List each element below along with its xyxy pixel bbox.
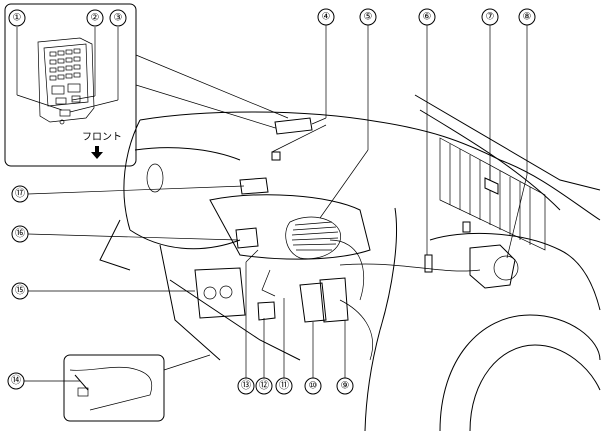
svg-text:⑯: ⑯ [15, 228, 25, 240]
callout-8: ⑧ [518, 8, 536, 26]
svg-text:⑭: ⑭ [11, 375, 21, 387]
vehicle-outline [99, 94, 601, 431]
svg-text:②: ② [91, 13, 100, 24]
callout-7: ⑦ [481, 8, 499, 26]
svg-text:③: ③ [114, 13, 123, 24]
leader-lines [24, 25, 528, 382]
callout-3: ③ [109, 9, 127, 27]
callout-2: ② [86, 9, 104, 27]
callout-16: ⑯ [11, 225, 29, 243]
svg-text:⑧: ⑧ [523, 12, 532, 23]
detail-inset-14 [63, 354, 211, 422]
svg-text:⑬: ⑬ [241, 380, 251, 392]
svg-text:④: ④ [322, 12, 331, 23]
callout-9: ⑨ [336, 377, 354, 395]
callout-5: ⑤ [359, 8, 377, 26]
callout-1: ① [8, 9, 26, 27]
svg-text:⑩: ⑩ [309, 381, 318, 392]
svg-text:①: ① [13, 13, 22, 24]
callout-14: ⑭ [7, 372, 25, 390]
callout-15: ⑮ [11, 282, 29, 300]
svg-text:⑥: ⑥ [423, 12, 432, 23]
callout-11: ⑪ [275, 377, 293, 395]
svg-text:⑦: ⑦ [486, 12, 495, 23]
direction-label: フロント [82, 132, 122, 143]
svg-text:⑫: ⑫ [259, 380, 269, 392]
callout-6: ⑥ [418, 8, 436, 26]
fuse-block-inset: フロント [4, 3, 137, 167]
callout-13: ⑬ [237, 377, 255, 395]
svg-text:⑰: ⑰ [15, 188, 25, 200]
dashboard-hvac [146, 117, 519, 361]
svg-text:⑪: ⑪ [279, 380, 289, 392]
svg-text:⑤: ⑤ [364, 12, 373, 23]
svg-text:⑨: ⑨ [341, 381, 350, 392]
callout-10: ⑩ [304, 377, 322, 395]
callout-12: ⑫ [255, 377, 273, 395]
callout-17: ⑰ [11, 185, 29, 203]
down-arrow-icon [91, 146, 103, 159]
callout-4: ④ [317, 8, 335, 26]
svg-text:⑮: ⑮ [15, 285, 25, 297]
